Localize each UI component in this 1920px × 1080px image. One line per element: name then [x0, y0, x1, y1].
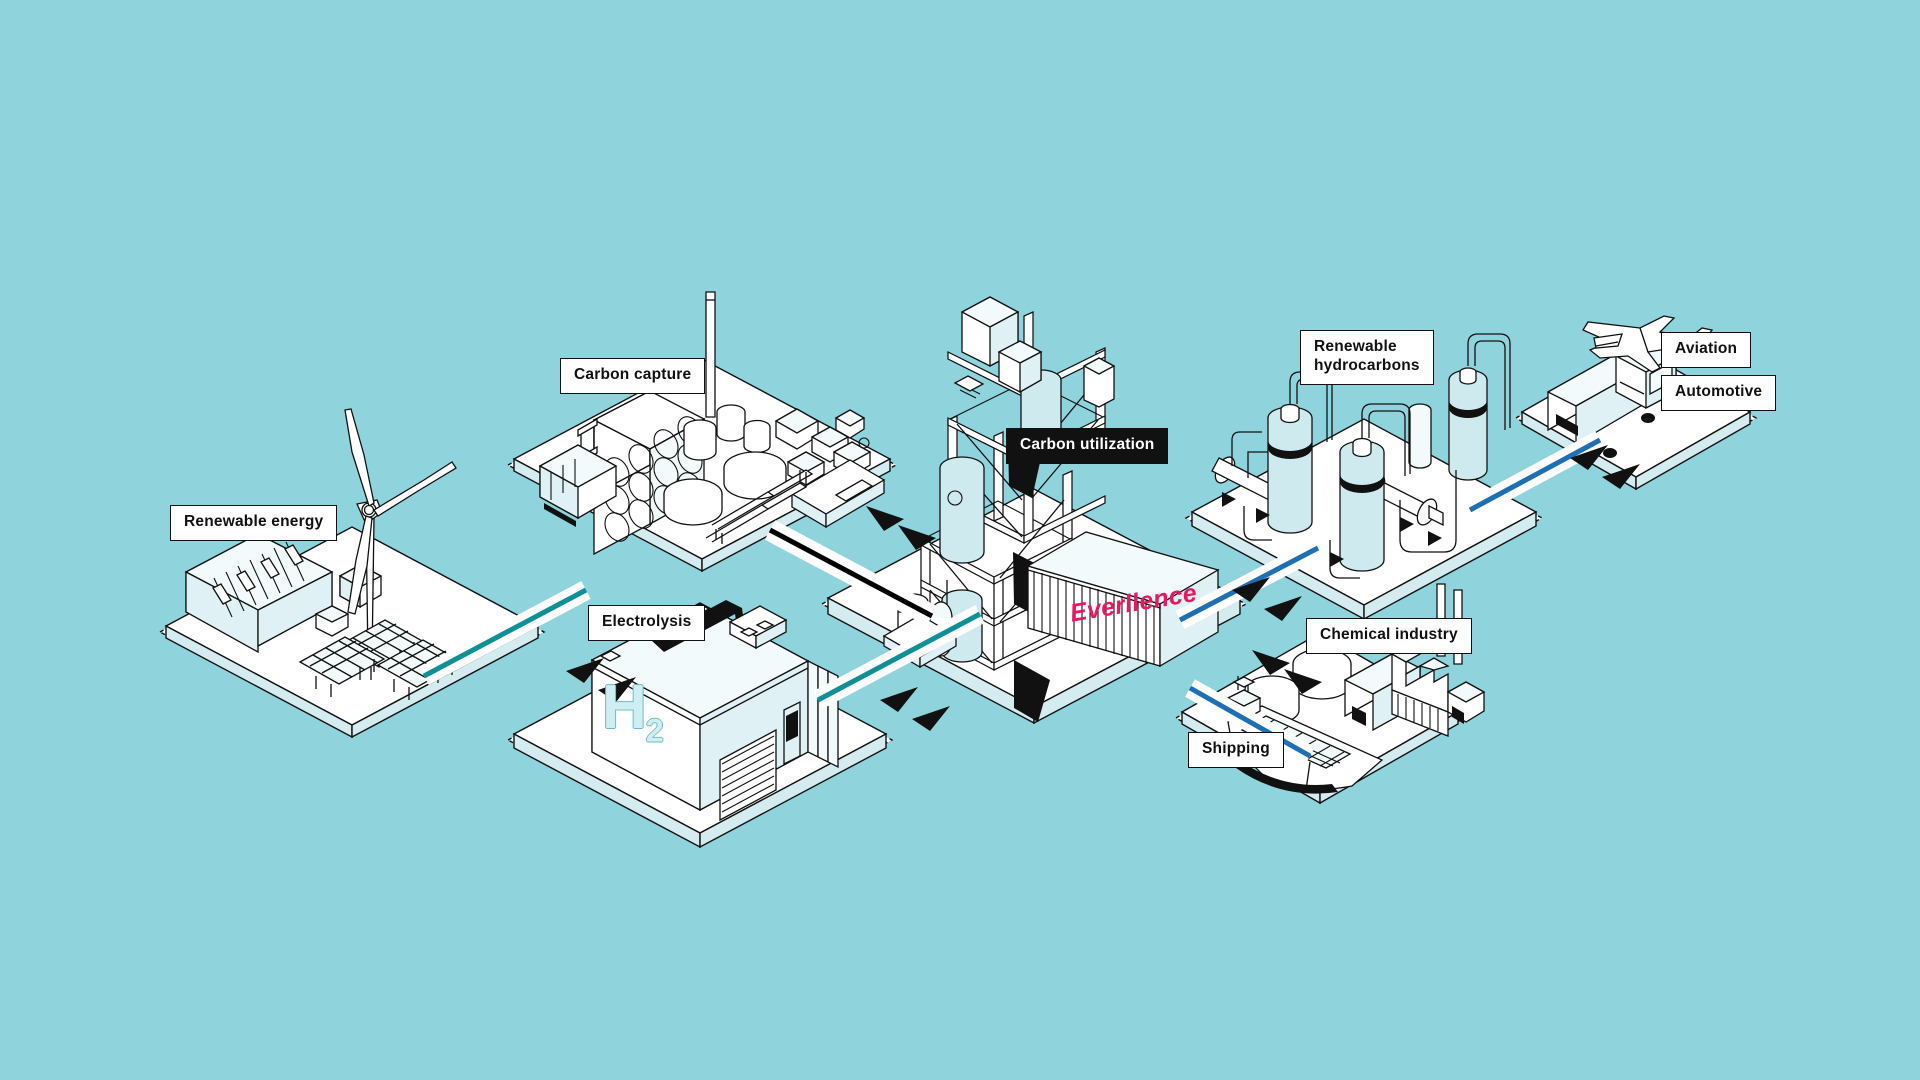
label-aviation[interactable]: Aviation: [1661, 332, 1752, 368]
label-carbon-capture[interactable]: Carbon capture: [560, 358, 706, 394]
flow-product-hydrocarbons: [1175, 539, 1323, 629]
label-shipping[interactable]: Shipping: [1188, 732, 1284, 768]
label-chemical-industry[interactable]: Chemical industry: [1306, 618, 1472, 654]
label-renewable-hydrocarbons[interactable]: Renewable hydrocarbons: [1300, 330, 1434, 385]
flow-hydrogen: [813, 605, 985, 731]
airplane-icon: [1582, 315, 1714, 373]
flow-renewable-power: [419, 581, 636, 702]
smokestack-icon: [705, 291, 716, 418]
flow-product-chemical: [1185, 650, 1322, 765]
label-electrolysis[interactable]: Electrolysis: [588, 605, 706, 641]
hydro-plant-icon: [184, 533, 383, 654]
label-automotive[interactable]: Automotive: [1661, 375, 1777, 411]
pipe-rack-icon: [705, 469, 814, 544]
compressor-unit-icon: [538, 444, 618, 527]
flow-product-automotive: [1465, 431, 1640, 519]
hydrogen-subscript: 2: [645, 712, 664, 749]
refinery-vessel-icon: [1211, 333, 1511, 579]
hydrogen-icon: H2: [602, 672, 664, 749]
factory-icon: [1343, 583, 1486, 737]
container-icon: [1026, 531, 1220, 668]
label-renewable-energy[interactable]: Renewable energy: [170, 505, 338, 541]
label-carbon-utilization[interactable]: Carbon utilization: [1006, 428, 1169, 464]
hydrogen-symbol: H: [602, 673, 647, 742]
flow-captured-carbon: [764, 506, 938, 626]
plant-blocks-icon: [774, 408, 886, 529]
